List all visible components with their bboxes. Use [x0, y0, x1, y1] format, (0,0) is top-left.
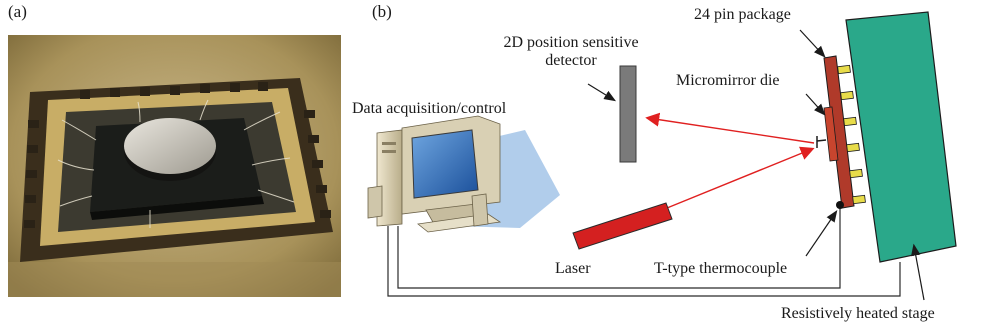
package-label: 24 pin package: [694, 6, 791, 23]
detector-label-line1: 2D position sensitive: [503, 34, 639, 51]
daq-label: Data acquisition/control: [352, 100, 507, 117]
thermocouple-label: T-type thermocouple: [654, 260, 788, 277]
laser-device: [572, 202, 673, 250]
package-leader: [799, 29, 826, 58]
package-pins: [837, 64, 866, 205]
detector-label-line2: detector: [545, 52, 597, 69]
incident-beam: [666, 146, 815, 209]
signal-cables: [387, 206, 901, 297]
thermocouple-leader: [805, 210, 838, 257]
detector-leader: [587, 83, 617, 102]
laser-label: Laser: [555, 260, 591, 277]
panel-label-b: (b): [372, 2, 392, 21]
detector-label: 2D position sensitive detector: [472, 34, 670, 70]
thermocouple-junction: [836, 201, 844, 209]
stage-leader: [911, 243, 925, 301]
micromirror-leader: [805, 93, 826, 116]
panel-label-a: (a): [8, 2, 27, 21]
mirror-bracket: [816, 136, 827, 148]
computer-icon: [367, 115, 560, 233]
micromirror-die: [823, 106, 839, 162]
position-sensitive-detector: [619, 65, 637, 163]
heated-stage: [845, 11, 957, 263]
reflected-beam: [645, 112, 815, 144]
micromirror-label: Micromirror die: [676, 72, 780, 89]
package-photo: [8, 35, 341, 297]
stage-label: Resistively heated stage: [781, 305, 935, 322]
